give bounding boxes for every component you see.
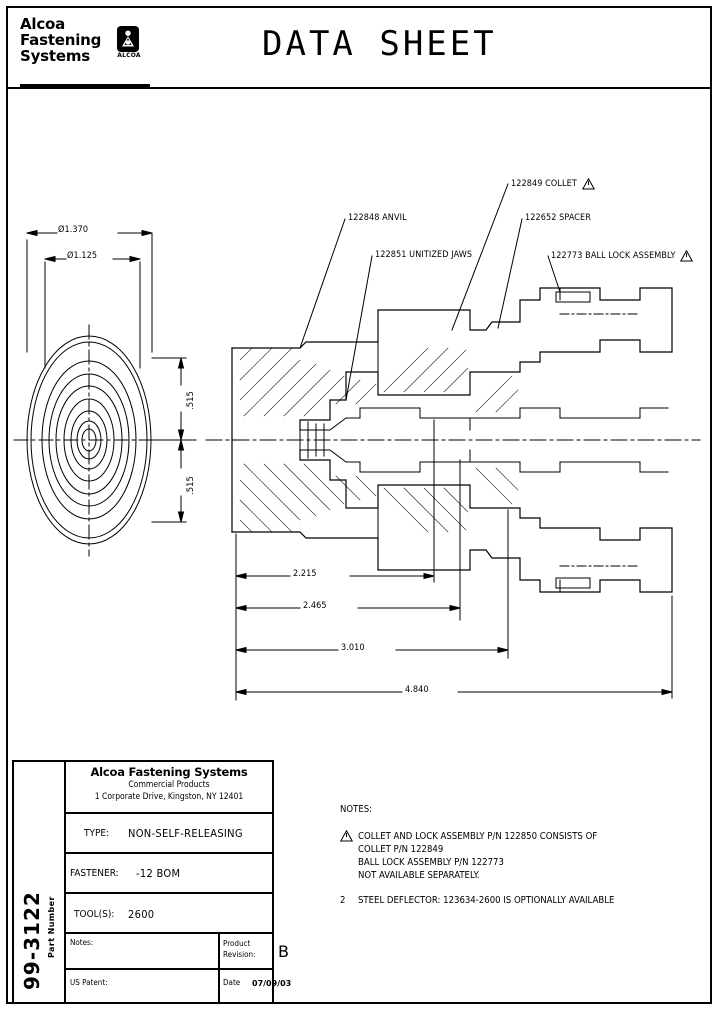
notes-section: NOTES: COLLET AND LOCK ASSEMBLY P/N 1228… [339, 803, 700, 919]
notes-heading: NOTES: [340, 804, 373, 815]
note-line: COLLET AND LOCK ASSEMBLY P/N 122850 CONS… [358, 831, 598, 842]
length-dimension-lines [235, 419, 673, 701]
notes-revision-row: Notes: Product Revision: B [66, 934, 289, 970]
note-line: NOT AVAILABLE SEPARATELY. [358, 870, 480, 881]
brand-line-3: Systems [20, 47, 91, 65]
note-line: BALL LOCK ASSEMBLY P/N 122773 [358, 857, 504, 868]
date-value: 07/09/03 [252, 979, 292, 988]
type-label: TYPE: [84, 828, 110, 839]
dimension-label-length-1: 2.215 [293, 569, 317, 579]
row-divider [218, 934, 220, 968]
warning-triangle-icon [339, 829, 354, 842]
tools-value: 2600 [128, 908, 155, 921]
dimension-label-vert-upper: .515 [186, 391, 196, 410]
title-block: 99-3122 Part Number Alcoa Fastening Syst… [12, 760, 291, 1004]
sheet-border [6, 6, 712, 1004]
type-value: NON-SELF-RELEASING [128, 827, 243, 840]
section-view-outline [231, 287, 673, 593]
logo-figure-icon [122, 30, 134, 47]
company-name: Alcoa Fastening Systems [90, 765, 248, 779]
fastener-label: FASTENER: [70, 868, 119, 879]
patent-date-row: US Patent: Date 07/09/03 [66, 970, 291, 1002]
page-title: DATA SHEET [262, 24, 497, 64]
brand-line-2: Fastening [20, 31, 102, 49]
part-number-column: 99-3122 Part Number [14, 762, 66, 1002]
note-item: 2 STEEL DEFLECTOR: 123634-2600 IS OPTION… [340, 894, 700, 907]
row-divider [218, 970, 220, 1002]
note-marker-number: 2 [340, 895, 346, 906]
callout-label-anvil: 122848 ANVIL [348, 213, 407, 223]
company-division: Commercial Products [128, 780, 210, 790]
company-header-row: Alcoa Fastening Systems Commercial Produ… [66, 762, 272, 814]
notes-field-label: Notes: [70, 938, 94, 947]
us-patent-label: US Patent: [70, 978, 108, 987]
alcoa-logo-icon: ALCOA [117, 26, 141, 60]
dimension-label-length-4: 4.840 [405, 685, 429, 695]
tools-row: TOOL(S): 2600 [66, 894, 272, 934]
brand-line-1: Alcoa [20, 15, 66, 33]
date-label: Date [223, 978, 241, 987]
warning-triangle-icon [680, 250, 694, 262]
part-number-label: Part Number [47, 896, 56, 958]
part-number-value: 99-3122 [20, 891, 44, 990]
front-view-dimension-lines [26, 229, 197, 523]
dimension-label-dia-outer: Ø1.370 [58, 225, 89, 235]
callout-group-ball-lock-assembly: 122773 BALL LOCK ASSEMBLY [551, 250, 694, 262]
type-row: TYPE: NON-SELF-RELEASING [66, 814, 272, 854]
brand-wordmark: Alcoa Fastening Systems [20, 16, 101, 64]
warning-triangle-icon [581, 178, 595, 190]
fastener-value: -12 BOM [136, 867, 181, 880]
callout-label-collet: 122849 COLLET [511, 179, 577, 189]
front-view-centerlines [13, 324, 173, 557]
product-revision-label: Product Revision: [223, 938, 255, 960]
dimension-label-length-2: 2.465 [303, 601, 327, 611]
note-item: COLLET AND LOCK ASSEMBLY P/N 122850 CONS… [339, 829, 700, 882]
sheet-header: Alcoa Fastening Systems ALCOA DATA SHEET [12, 10, 702, 88]
dimension-label-vert-lower: .515 [186, 476, 196, 495]
callout-label-unitized-jaws: 122851 UNITIZED JAWS [375, 250, 473, 260]
dimension-label-dia-inner: Ø1.125 [67, 251, 98, 261]
product-revision-value: B [278, 942, 289, 961]
company-address: 1 Corporate Drive, Kingston, NY 12401 [94, 792, 244, 802]
fastener-row: FASTENER: -12 BOM [66, 854, 272, 894]
callout-leaders [299, 183, 561, 401]
callout-label-ball-lock-assembly: 122773 BALL LOCK ASSEMBLY [551, 251, 676, 261]
tools-label: TOOL(S): [74, 909, 115, 920]
note-line: STEEL DEFLECTOR: 123634-2600 IS OPTIONAL… [358, 895, 615, 906]
product-revision-label-line2: Revision: [223, 950, 256, 959]
callout-label-spacer: 122652 SPACER [525, 213, 591, 223]
product-revision-label-line1: Product [223, 939, 251, 948]
dimension-label-length-3: 3.010 [341, 643, 365, 653]
note-line: COLLET P/N 122849 [358, 844, 444, 855]
hidden-detail-lines [559, 313, 641, 567]
brand-underline-rule [20, 84, 150, 88]
logo-wordmark: ALCOA [117, 52, 141, 59]
callout-group-collet: 122849 COLLET [511, 178, 595, 190]
note-marker-warning [339, 829, 355, 846]
title-block-fields: Alcoa Fastening Systems Commercial Produ… [66, 762, 291, 1002]
section-hatch [239, 347, 519, 533]
